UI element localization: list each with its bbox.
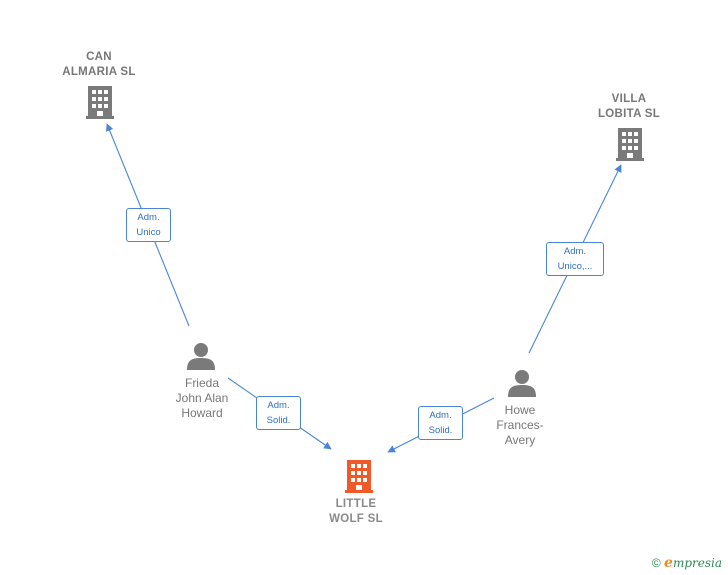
edge-label-frieda-can-almaria[interactable]: Adm. Unico <box>126 208 171 242</box>
building-icon <box>345 460 373 493</box>
copyright-symbol: © <box>651 556 661 570</box>
brand-footer: © empresia <box>652 555 722 571</box>
building-icon <box>86 86 114 119</box>
company-label-villa-lobita[interactable]: VILLA LOBITA SL <box>597 93 661 120</box>
edge-label-howe-villa-lobita[interactable]: Adm. Unico,... <box>546 242 604 276</box>
company-label-can-almaria[interactable]: CAN ALMARIA SL <box>62 51 136 78</box>
person-label-howe[interactable]: Howe Frances- Avery <box>496 403 544 447</box>
edge-label-howe-little-wolf[interactable]: Adm. Solid. <box>418 406 463 440</box>
person-label-frieda[interactable]: Frieda John Alan Howard <box>175 376 229 420</box>
building-icon <box>616 128 644 161</box>
edge-label-frieda-little-wolf[interactable]: Adm. Solid. <box>256 396 301 430</box>
company-label-little-wolf[interactable]: LITTLE WOLF SL <box>329 498 383 525</box>
person-icon <box>187 343 215 370</box>
brand-logo: empresia <box>664 555 722 571</box>
person-icon <box>508 370 536 397</box>
